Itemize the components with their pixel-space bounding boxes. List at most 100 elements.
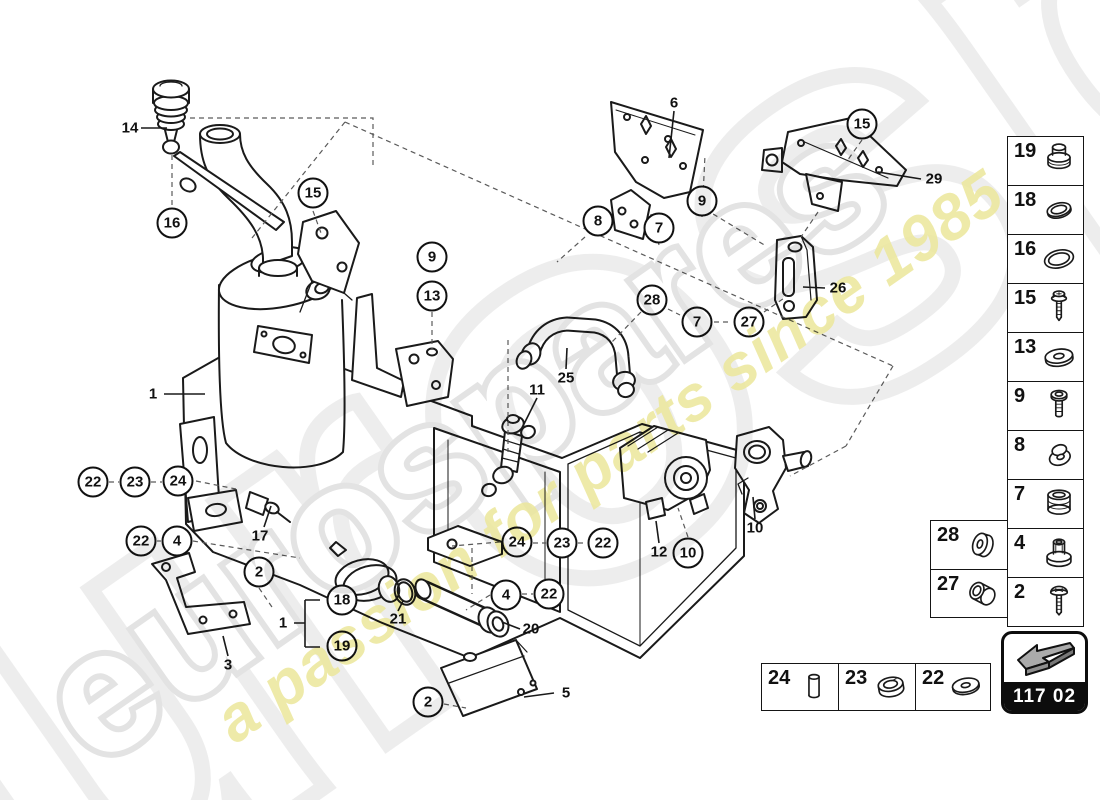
- part-label-21[interactable]: 21: [389, 610, 407, 628]
- legend-item-number: 9: [1014, 385, 1026, 407]
- oil-sensor: [245, 491, 291, 523]
- spacer-sleeve-icon: [1037, 531, 1081, 575]
- outlet-tube: [414, 578, 510, 638]
- part-label-25[interactable]: 25: [557, 369, 575, 387]
- callout-2[interactable]: 2: [243, 556, 275, 588]
- callout-27[interactable]: 27: [733, 306, 765, 338]
- legend-item-8[interactable]: 8: [1007, 430, 1084, 480]
- legend-item-28[interactable]: 28: [930, 520, 1008, 570]
- legend-item-number: 19: [1014, 140, 1037, 162]
- legend-item-number: 27: [937, 573, 960, 595]
- callout-7[interactable]: 7: [681, 306, 713, 338]
- part-label-3[interactable]: 3: [223, 656, 233, 674]
- part-group-badge[interactable]: 117 02: [1001, 631, 1088, 714]
- callout-28[interactable]: 28: [636, 284, 668, 316]
- legend-item-number: 15: [1014, 287, 1037, 309]
- z-bracket: [151, 552, 251, 635]
- part-label-12[interactable]: 12: [650, 543, 668, 561]
- legend-item-19[interactable]: 19: [1007, 136, 1084, 186]
- rubber-bushing-icon: [1037, 482, 1081, 526]
- callout-22[interactable]: 22: [587, 527, 619, 559]
- callout-9[interactable]: 9: [416, 241, 448, 273]
- callout-8[interactable]: 8: [582, 205, 614, 237]
- part-label-17[interactable]: 17: [251, 527, 269, 545]
- callout-23[interactable]: 23: [119, 466, 151, 498]
- solid-leader-lines: [141, 110, 922, 698]
- drain-plug-icon: [1037, 139, 1081, 183]
- pin-icon: [792, 665, 836, 709]
- part-label-1[interactable]: 1: [148, 385, 158, 403]
- thermostat-10: [734, 426, 813, 524]
- direction-arrow-icon: [1004, 634, 1085, 684]
- callout-4[interactable]: 4: [161, 525, 193, 557]
- part-label-5[interactable]: 5: [561, 684, 571, 702]
- callout-18[interactable]: 18: [326, 584, 358, 616]
- disc-washer-icon: [961, 523, 1005, 567]
- part-group-code: 117 02: [1004, 682, 1085, 711]
- part-label-14[interactable]: 14: [121, 119, 139, 137]
- callout-23[interactable]: 23: [546, 527, 578, 559]
- part-label-11[interactable]: 11: [529, 381, 545, 399]
- legend-item-number: 22: [922, 667, 945, 689]
- oil-pump: [619, 425, 711, 520]
- callout-2[interactable]: 2: [412, 686, 444, 718]
- top-bracket-29: [761, 117, 907, 212]
- callout-16[interactable]: 16: [156, 207, 188, 239]
- hose-clamp: [329, 541, 401, 603]
- legend-item-9[interactable]: 9: [1007, 381, 1084, 431]
- legend-item-15[interactable]: 15: [1007, 283, 1084, 333]
- plug-grommet-icon: [1037, 433, 1081, 477]
- legend-item-number: 23: [845, 667, 868, 689]
- legend-item-number: 16: [1014, 238, 1037, 260]
- ring-spacer-icon: [869, 665, 913, 709]
- seal-ring-icon: [1037, 188, 1081, 232]
- callout-22[interactable]: 22: [125, 525, 157, 557]
- legend-item-number: 24: [768, 667, 791, 689]
- callout-15[interactable]: 15: [846, 108, 878, 140]
- callout-4[interactable]: 4: [490, 579, 522, 611]
- legend-item-7[interactable]: 7: [1007, 479, 1084, 529]
- breather-hose: [515, 316, 636, 399]
- top-bracket-6: [610, 101, 704, 240]
- legend-item-16[interactable]: 16: [1007, 234, 1084, 284]
- valve-11: [481, 414, 536, 498]
- callout-9[interactable]: 9: [686, 185, 718, 217]
- callout-13[interactable]: 13: [416, 280, 448, 312]
- socket-bolt-icon: [1037, 384, 1081, 428]
- legend-item-24[interactable]: 24: [761, 663, 839, 711]
- part-label-6[interactable]: 6: [669, 94, 679, 112]
- legend-item-13[interactable]: 13: [1007, 332, 1084, 382]
- callout-22[interactable]: 22: [533, 578, 565, 610]
- legend-item-number: 28: [937, 524, 960, 546]
- part-label-10[interactable]: 10: [746, 519, 764, 537]
- legend-item-number: 4: [1014, 532, 1026, 554]
- legend-item-23[interactable]: 23: [838, 663, 916, 711]
- callout-7[interactable]: 7: [643, 212, 675, 244]
- o-ring-part: [393, 578, 417, 606]
- part-label-29[interactable]: 29: [925, 170, 943, 188]
- legend-item-22[interactable]: 22: [915, 663, 991, 711]
- bracket-26: [774, 235, 818, 320]
- callout-24[interactable]: 24: [501, 526, 533, 558]
- callout-22[interactable]: 22: [77, 466, 109, 498]
- legend-item-18[interactable]: 18: [1007, 185, 1084, 235]
- callout-19[interactable]: 19: [326, 630, 358, 662]
- tank-top-bracket: [297, 210, 360, 313]
- callout-15[interactable]: 15: [297, 177, 329, 209]
- filler-cap: [152, 79, 285, 231]
- legend-item-2[interactable]: 2: [1007, 577, 1084, 627]
- o-ring-icon: [1037, 237, 1081, 281]
- part-label-20[interactable]: 20: [522, 620, 540, 638]
- support-plate: [440, 639, 538, 717]
- legend-item-27[interactable]: 27: [930, 569, 1008, 618]
- callout-24[interactable]: 24: [162, 465, 194, 497]
- part-label-26[interactable]: 26: [829, 279, 847, 297]
- callout-10[interactable]: 10: [672, 537, 704, 569]
- legend-item-4[interactable]: 4: [1007, 528, 1084, 578]
- part-label-1[interactable]: 1: [278, 614, 288, 632]
- sleeve-bushing-icon: [961, 572, 1005, 616]
- legend-item-number: 8: [1014, 434, 1026, 456]
